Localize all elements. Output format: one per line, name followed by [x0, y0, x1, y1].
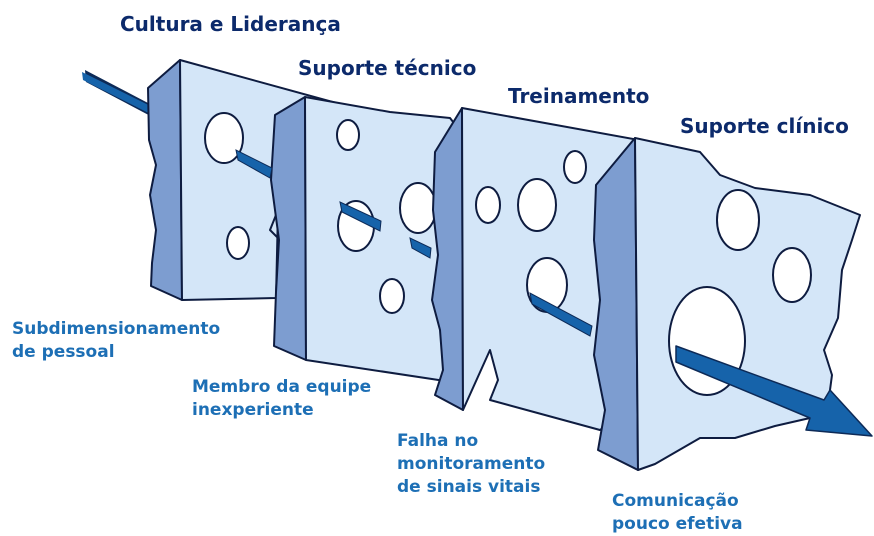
- layer-title-4: Suporte clínico: [680, 114, 849, 138]
- failure-label-4-line-2: pouco efetiva: [612, 514, 743, 534]
- failure-label-1-line-2: de pessoal: [12, 342, 115, 362]
- layer-title-2: Suporte técnico: [298, 56, 477, 80]
- cheese-slice-4: [593, 137, 861, 471]
- failure-label-2: Membro da equipe inexperiente: [192, 376, 371, 422]
- failure-label-1: Subdimensionamento de pessoal: [12, 318, 220, 364]
- failure-label-3-line-1: Falha no: [397, 431, 479, 451]
- failure-label-4-line-1: Comunicação: [612, 491, 739, 511]
- failure-label-2-line-2: inexperiente: [192, 400, 314, 420]
- failure-label-3-line-2: monitoramento: [397, 454, 546, 474]
- layer-title-1: Cultura e Liderança: [120, 12, 341, 36]
- failure-label-3: Falha no monitoramento de sinais vitais: [397, 430, 545, 499]
- layer-title-3: Treinamento: [508, 84, 650, 108]
- failure-label-2-line-1: Membro da equipe: [192, 377, 372, 397]
- hazard-arrow-front: [675, 345, 873, 437]
- failure-label-3-line-3: de sinais vitais: [397, 477, 541, 497]
- failure-label-1-line-1: Subdimensionamento: [12, 319, 221, 339]
- failure-label-4: Comunicação pouco efetiva: [612, 490, 743, 536]
